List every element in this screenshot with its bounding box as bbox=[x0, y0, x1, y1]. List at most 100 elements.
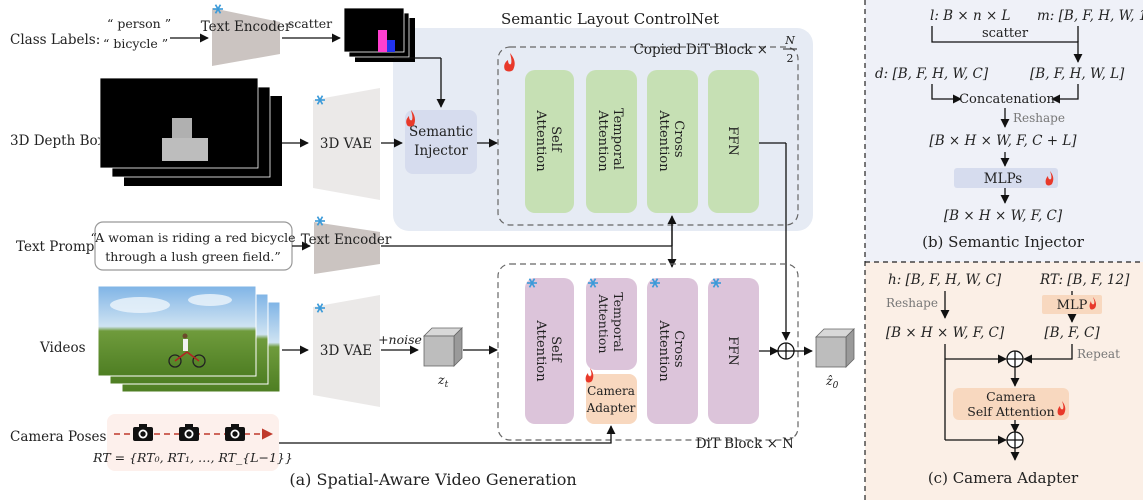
mlps-box: MLPs bbox=[954, 168, 1058, 188]
svg-text:MLPs: MLPs bbox=[984, 171, 1023, 187]
purple-block-ffn: FFN bbox=[708, 278, 759, 424]
svg-text:Cross Attention: Cross Attention bbox=[656, 109, 686, 172]
green-block-ffn: FFN bbox=[708, 70, 759, 213]
svg-text:Self Attention: Self Attention bbox=[533, 109, 563, 172]
prompt-box: “A woman is riding a red bicycle through… bbox=[91, 221, 296, 271]
class-label-person: “ person ” bbox=[107, 16, 171, 31]
repeat: Repeat bbox=[1077, 347, 1120, 361]
green-block-cross-attention: Cross Attention bbox=[647, 70, 698, 213]
flame-icon bbox=[406, 110, 415, 127]
flame-icon bbox=[585, 368, 594, 383]
z0-cube bbox=[815, 328, 855, 368]
text-encoder-mid: Text Encoder bbox=[301, 222, 392, 274]
snowflake-icon bbox=[315, 95, 325, 105]
caption-a: (a) Spatial-Aware Video Generation bbox=[289, 470, 576, 489]
svg-text:FFN: FFN bbox=[725, 126, 740, 155]
plus-circle bbox=[777, 342, 795, 360]
reshape-b: Reshape bbox=[1013, 111, 1065, 125]
svg-text:Self Attention: Self Attention bbox=[967, 404, 1054, 419]
semantic-injector-panel-bg bbox=[865, 0, 1143, 262]
z0-label: ẑ0 bbox=[825, 373, 839, 391]
bfc: [B, F, C] bbox=[1044, 325, 1100, 341]
vae-bottom: 3D VAE bbox=[313, 295, 380, 407]
text-encoder-top: Text Encoder bbox=[201, 8, 292, 66]
depth-box-stack bbox=[99, 77, 282, 186]
purple-block-temporal-attention: Temporal Attention bbox=[586, 278, 637, 370]
m-shape: m: [B, F, H, W, 1] bbox=[1037, 8, 1143, 24]
scatter-mask-stack bbox=[343, 7, 415, 62]
zt-label: zt bbox=[437, 372, 449, 390]
bhw-fcl: [B × H × W, F, C + L] bbox=[929, 133, 1077, 149]
camera-icon bbox=[225, 424, 245, 441]
flame-icon bbox=[1045, 171, 1054, 186]
green-self-line1: Self bbox=[548, 126, 563, 153]
camera-icon bbox=[133, 424, 153, 441]
svg-text:3D VAE: 3D VAE bbox=[320, 343, 372, 359]
svg-text:“A woman is riding a red bicyc: “A woman is riding a red bicycle bbox=[91, 230, 296, 245]
scatter-b: scatter bbox=[982, 26, 1029, 41]
svg-text:FFN: FFN bbox=[725, 336, 740, 365]
snowflake-icon bbox=[315, 216, 325, 226]
n-over-2-denominator: 2 bbox=[787, 52, 794, 65]
camera-icon bbox=[179, 424, 199, 441]
dit-block-frame bbox=[497, 263, 799, 441]
svg-text:Camera: Camera bbox=[986, 389, 1036, 404]
svg-text:Self Attention: Self Attention bbox=[533, 319, 563, 382]
caption-b: (b) Semantic Injector bbox=[922, 233, 1085, 251]
camera-pose-box: RT = {RT₀, RT₁, …, RT_{L−1}} bbox=[92, 414, 293, 471]
snowflake-icon bbox=[588, 278, 598, 288]
flame-icon bbox=[504, 53, 515, 72]
concatenation: Concatenation bbox=[959, 92, 1055, 107]
bfhwl: [B, F, H, W, L] bbox=[1030, 66, 1125, 82]
svg-text:Adapter: Adapter bbox=[586, 401, 636, 415]
d-shape: d: [B, F, H, W, C] bbox=[875, 66, 989, 82]
plus-circle-c2 bbox=[1006, 431, 1024, 449]
h-shape: h: [B, F, H, W, C] bbox=[888, 272, 1002, 288]
plus-circle-c1 bbox=[1006, 350, 1024, 368]
noise-label: +noise bbox=[378, 332, 422, 347]
arrow-d-to-concat bbox=[931, 84, 962, 104]
rt-formula: RT = {RT₀, RT₁, …, RT_{L−1}} bbox=[92, 450, 293, 465]
videos-label: Videos bbox=[39, 340, 86, 356]
svg-text:Text Encoder: Text Encoder bbox=[201, 19, 292, 35]
video-frames-stack bbox=[97, 285, 281, 393]
green-self-line2: Attention bbox=[533, 109, 548, 172]
n-over-2-numerator: N bbox=[784, 34, 795, 47]
green-block-self-attention: Self Attention bbox=[525, 70, 574, 213]
snowflake-icon bbox=[527, 278, 537, 288]
flame-icon bbox=[1089, 297, 1097, 310]
scatter-label: scatter bbox=[288, 16, 332, 31]
svg-text:Semantic: Semantic bbox=[409, 124, 473, 140]
flame-icon bbox=[1057, 401, 1066, 416]
copied-dit-block-frame bbox=[497, 46, 799, 226]
svg-text:Camera: Camera bbox=[587, 384, 635, 398]
copied-dit-block-label: Copied DiT Block × bbox=[634, 42, 769, 58]
green-block-temporal-attention: Temporal Attention bbox=[586, 70, 637, 213]
arrow-bfc-to-plus bbox=[1023, 344, 1073, 364]
svg-text:Injector: Injector bbox=[414, 143, 468, 159]
svg-text:Temporal Attention: Temporal Attention bbox=[595, 108, 625, 174]
class-label-bicycle: “ bicycle ” bbox=[103, 36, 168, 51]
vae-top: 3D VAE bbox=[313, 88, 380, 200]
svg-text:Temporal Attention: Temporal Attention bbox=[596, 292, 626, 356]
arrow-bfhwl-to-concat bbox=[1051, 84, 1079, 104]
snowflake-icon bbox=[711, 278, 721, 288]
svg-text:Cross Attention: Cross Attention bbox=[656, 319, 686, 382]
snowflake-icon bbox=[650, 278, 660, 288]
camera-adapter-box: Camera Adapter bbox=[586, 374, 637, 424]
snowflake-icon bbox=[315, 303, 325, 313]
mlp-box: MLP bbox=[1042, 295, 1102, 314]
purple-block-self-attention: Self Attention bbox=[525, 278, 574, 424]
camera-self-attention-box: Camera Self Attention bbox=[953, 388, 1069, 420]
caption-c: (c) Camera Adapter bbox=[928, 469, 1079, 487]
bhw-fc-c: [B × H × W, F, C] bbox=[886, 325, 1005, 341]
snowflake-icon bbox=[213, 4, 223, 14]
svg-text:through a lush green field.”: through a lush green field.” bbox=[105, 249, 280, 264]
text-prompt-label: Text Prompt bbox=[16, 239, 100, 255]
arrow-poses-to-camera-adapter bbox=[279, 425, 616, 444]
l-shape: l: B × n × L bbox=[930, 8, 1011, 24]
class-labels-label: Class Labels: bbox=[10, 32, 100, 48]
svg-text:Text Encoder: Text Encoder bbox=[301, 232, 392, 248]
zt-cube bbox=[423, 327, 463, 367]
